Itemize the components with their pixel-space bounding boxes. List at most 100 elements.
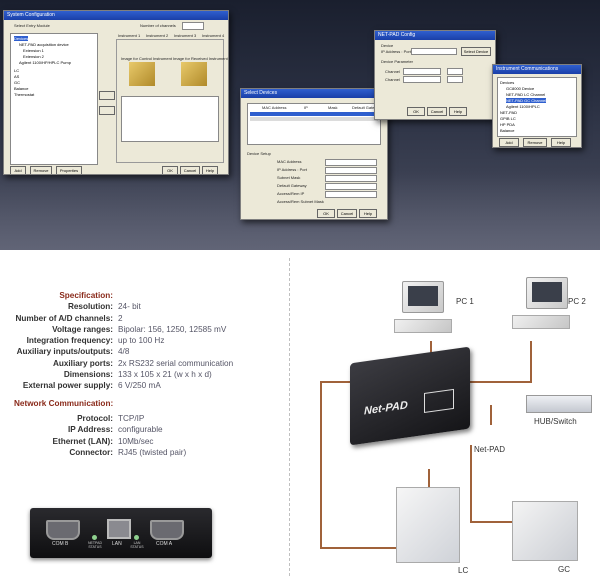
spec-key: Auxiliary inputs/outputs: <box>16 347 113 357</box>
window-title-bar[interactable]: System Configuration <box>4 11 228 20</box>
device-tree[interactable]: Devices NET-PAD acquisition device Exten… <box>10 33 98 165</box>
help-button[interactable]: Help <box>202 166 218 174</box>
pc2-computer <box>526 277 568 309</box>
tree-item-gpib-lc[interactable]: GPIB LC <box>500 116 516 121</box>
pc2-label: PC 2 <box>568 297 586 306</box>
side-button-2[interactable] <box>99 106 115 115</box>
cancel-button[interactable]: Cancel <box>427 107 447 116</box>
help-button[interactable]: Help <box>359 209 377 218</box>
tree-item-netpad-gc[interactable]: NET-PAD GC Channel <box>506 98 547 103</box>
lan-status-label: LAN STATUS <box>130 541 144 549</box>
tree-item-thermostat[interactable]: Thermostat <box>14 92 35 97</box>
field-gateway-label: Default Gateway <box>277 183 307 188</box>
hub-label: HUB/Switch <box>534 417 577 426</box>
ip-port-input[interactable] <box>411 48 457 55</box>
tree-item-as[interactable]: AS <box>14 74 20 79</box>
link-lc-h <box>320 547 428 549</box>
tree-item-pump[interactable]: Agilent 1100/HP/HPLC Pump <box>19 60 71 65</box>
specification-heading: Specification: <box>59 291 113 300</box>
communications-tree[interactable]: Devices GC8000 Device NET-PAD LC Channel… <box>497 77 577 137</box>
tree-item-netpad-lc[interactable]: NET-PAD LC Channel <box>506 92 546 97</box>
link-netpad-gc-h <box>470 521 538 523</box>
tree-item-gc8000[interactable]: GC8000 Device <box>506 86 535 91</box>
properties-button[interactable]: Properties <box>56 166 82 174</box>
pc1-screen <box>408 286 438 306</box>
gc-label: GC <box>558 565 570 574</box>
tree-item-balance[interactable]: Balance <box>500 128 515 133</box>
spec-value: 133 x 105 x 21 (w x h x d) <box>118 370 212 380</box>
specification-block: Specification: Resolution:24- bit Number… <box>0 290 290 458</box>
spec-value: 2 <box>118 313 123 323</box>
mac-input[interactable] <box>325 159 377 166</box>
cancel-button[interactable]: Cancel <box>337 209 357 218</box>
tree-item-extension-2[interactable]: Extension 2 <box>23 54 44 59</box>
ok-button[interactable]: OK <box>317 209 335 218</box>
pc2-screen <box>532 282 562 302</box>
netpad-device-label: Net-PAD <box>364 399 408 418</box>
pc1-label: PC 1 <box>456 297 474 306</box>
help-button[interactable]: Help <box>449 107 467 116</box>
access-ip-input[interactable] <box>325 191 377 198</box>
ok-button[interactable]: OK <box>407 107 425 116</box>
spec-row: Dimensions:133 x 105 x 21 (w x h x d) <box>0 369 290 380</box>
ip-input[interactable] <box>325 167 377 174</box>
side-button-1[interactable] <box>99 91 115 100</box>
tab-instrument-1[interactable]: Instrument 1 <box>118 33 141 38</box>
window-title-bar[interactable]: Instrument Communications <box>493 65 581 74</box>
channel-1-select[interactable] <box>403 68 441 75</box>
field-access-mask-label: Access/Rem Subnet Mask <box>277 199 324 204</box>
table-row[interactable] <box>250 112 378 116</box>
network-row: IP Address:configurable <box>0 424 290 435</box>
remove-button[interactable]: Remove <box>523 138 547 147</box>
tree-item-extension-1[interactable]: Extension 1 <box>23 48 44 53</box>
image-received-label: Image for Received Instrument <box>173 56 228 61</box>
device-section-label: Device <box>381 43 394 48</box>
spec-row: Auxiliary ports:2x RS232 serial communic… <box>0 358 290 369</box>
channel-1-label: Channel <box>385 69 400 74</box>
mask-input[interactable] <box>325 175 377 182</box>
select-device-button[interactable]: Select Device <box>461 47 491 56</box>
window-title-bar[interactable]: NET-PAD Config <box>375 31 495 40</box>
gateway-input[interactable] <box>325 183 377 190</box>
spec-key: Auxiliary ports: <box>52 358 113 368</box>
instrument-communications-window: Instrument Communications Devices GC8000… <box>492 64 582 148</box>
tab-instrument-2[interactable]: Instrument 2 <box>146 33 169 38</box>
tree-item-gc[interactable]: GC <box>14 80 20 85</box>
channel-2-select[interactable] <box>403 76 441 83</box>
spec-row: Voltage ranges:Bipolar: 156, 1250, 12585… <box>0 324 290 335</box>
window-title-bar[interactable]: Select Devices <box>241 89 387 98</box>
remove-button[interactable]: Remove <box>30 166 52 174</box>
tree-item-lc[interactable]: LC <box>14 68 20 73</box>
tree-item-netpad[interactable]: NET-PAD acquisition device <box>19 42 69 47</box>
tab-instrument-3[interactable]: Instrument 3 <box>174 33 197 38</box>
spec-row: Auxiliary inputs/outputs:4/8 <box>0 346 290 357</box>
channels-select[interactable] <box>182 22 204 30</box>
cancel-button[interactable]: Cancel <box>180 166 200 174</box>
range-select-1[interactable] <box>447 68 463 75</box>
tree-item-agilent[interactable]: Agilent 1100/HPLC <box>506 104 540 109</box>
tree-item-balance[interactable]: Balance <box>14 86 29 91</box>
add-button[interactable]: Add <box>499 138 519 147</box>
netpad-device: Net-PAD <box>350 346 470 446</box>
field-mac-label: MAC Address <box>277 159 302 164</box>
table-row[interactable] <box>250 117 378 121</box>
spec-key: Resolution: <box>67 302 113 312</box>
ok-button[interactable]: OK <box>162 166 178 174</box>
help-button[interactable]: Help <box>551 138 571 147</box>
lc-instrument <box>396 487 460 563</box>
tab-instrument-4[interactable]: Instrument 4 <box>202 33 225 38</box>
range-select-2[interactable] <box>447 76 463 83</box>
spec-value: 6 V/250 mA <box>118 381 161 391</box>
device-list-table[interactable]: MAC Address IP Mask Default Gateway <box>247 103 382 145</box>
network-row: Ethernet (LAN):10Mb/sec <box>0 436 290 447</box>
back-panel-photo: COM B NETPAD STATUS LAN LAN STATUS COM A <box>30 508 212 558</box>
tree-item-netpad[interactable]: NET-PAD <box>500 110 518 115</box>
tree-item-hp-pda[interactable]: HP PDA <box>500 122 515 127</box>
netpad-config-window: NET-PAD Config Device IP Address : Port … <box>374 30 496 120</box>
netpad-logo-box <box>424 388 454 414</box>
instrument-list[interactable] <box>121 96 219 142</box>
tree-item-devices[interactable]: Devices <box>14 36 29 41</box>
add-button[interactable]: Add <box>10 166 26 174</box>
tree-item-devices[interactable]: Devices <box>500 80 515 85</box>
network-value: configurable <box>118 425 163 435</box>
